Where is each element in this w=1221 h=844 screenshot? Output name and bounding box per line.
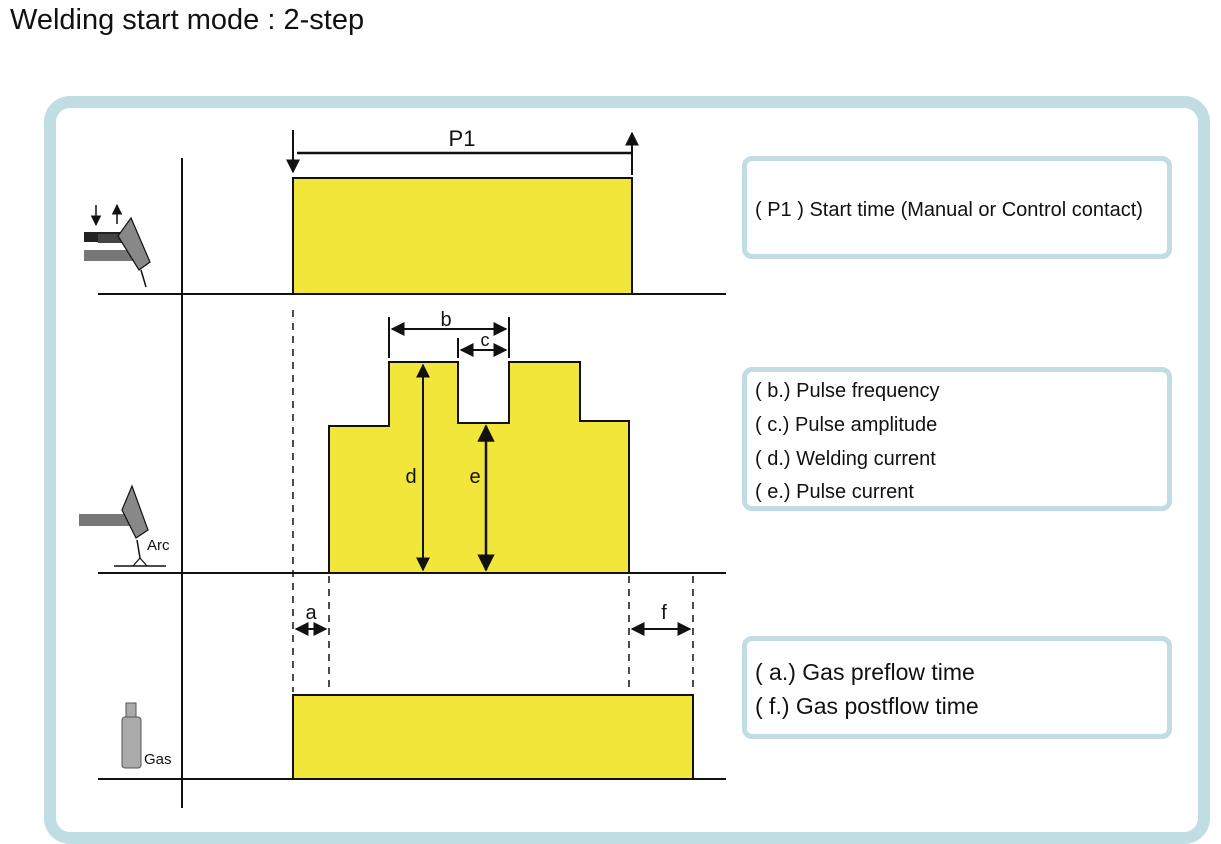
gas-row: a f xyxy=(98,310,726,780)
label-f: f xyxy=(661,602,667,624)
gas-label: Gas xyxy=(144,751,172,768)
current-row: b c d e xyxy=(98,309,726,574)
label-b: b xyxy=(440,309,451,331)
gas-cylinder-icon: Gas xyxy=(121,702,172,769)
legend-gas-postflow: ( f.) Gas postflow time xyxy=(755,693,979,719)
label-e: e xyxy=(469,466,480,488)
arc-torch-icon: Arc xyxy=(79,484,170,567)
label-a: a xyxy=(305,602,317,624)
legend-start-time: ( P1 ) Start time (Manual or Control con… xyxy=(742,156,1172,259)
p1-label: P1 xyxy=(449,126,476,151)
legend-p1-line: ( P1 ) Start time (Manual or Control con… xyxy=(755,199,1143,221)
arc-label: Arc xyxy=(147,537,170,554)
torch-trigger-icon xyxy=(84,203,151,288)
legend-pulse-current: ( e.) Pulse current xyxy=(755,481,914,503)
trigger-pulse-block xyxy=(292,177,633,295)
label-d: d xyxy=(405,466,416,488)
gas-flow-block xyxy=(292,694,694,780)
legend-pulse: ( b.) Pulse frequency ( c.) Pulse amplit… xyxy=(742,367,1172,511)
legend-gas-preflow: ( a.) Gas preflow time xyxy=(755,659,975,685)
legend-pulse-frequency: ( b.) Pulse frequency xyxy=(755,380,940,402)
legend-gas: ( a.) Gas preflow time ( f.) Gas postflo… xyxy=(742,636,1172,739)
label-c: c xyxy=(481,330,490,350)
page-title: Welding start mode : 2-step xyxy=(10,4,365,36)
legend-welding-current: ( d.) Welding current xyxy=(755,448,936,470)
legend-pulse-amplitude: ( c.) Pulse amplitude xyxy=(755,414,938,436)
trigger-row: P1 xyxy=(98,126,726,295)
